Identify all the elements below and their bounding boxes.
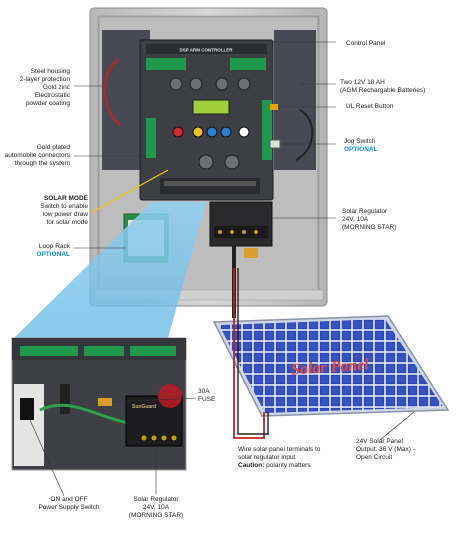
label-solar-mode: SOLAR MODE Switch to enable low power dr… [6, 195, 88, 227]
label-wire-caution-rest: polarity matters [264, 462, 311, 469]
label-batteries: Two 12V 18 AH (AGM Rechargable Batteries… [340, 79, 425, 95]
label-housing-line2: 2-layer protection [19, 76, 70, 83]
label-panel-spec-line3: Open Circuit [356, 454, 393, 461]
label-wire-caution-bold: Caution: [238, 462, 265, 469]
label-wire-instructions: Wire solar panel terminals to solar regu… [238, 446, 320, 470]
solar-regulator-housing [209, 201, 273, 247]
label-housing-line5: powder coating [25, 100, 70, 107]
label-solar-mode-line2: low power draw [42, 211, 88, 218]
control-board: DSP ARM CONTROLLER [139, 39, 274, 201]
zoom-beam [14, 202, 206, 338]
power-switch [20, 398, 34, 420]
label-housing-line3: Gold zinc [42, 84, 70, 91]
label-onoff-switch: ON and OFF Power Supply Switch [34, 496, 104, 512]
callout-solar-mode [91, 169, 169, 213]
label-solar-mode-line3: for solar mode [46, 219, 88, 226]
label-control-panel: Control Panel [346, 40, 386, 47]
label-regulator-top-line3: (MORNING STAR) [342, 224, 397, 231]
label-regulator-bottom-line2: 24V, 10A [142, 504, 170, 511]
label-wire-line2: solar regulator input [238, 454, 296, 461]
label-regulator-top-line2: 24V, 10A [342, 216, 369, 223]
label-solar-mode-line1: Switch to enable [40, 203, 88, 210]
label-housing-line4: Electrostatic [34, 92, 70, 99]
label-housing: Steel housing 2-layer protection Gold zi… [8, 68, 70, 108]
label-fuse-line2: FUSE [198, 396, 216, 403]
label-jog-switch: Jog Switch OPTIONAL [344, 138, 378, 154]
label-connectors-line2: automobile connectors [4, 152, 70, 159]
ul-reset-button [270, 104, 278, 110]
label-batteries-line1: Two 12V 18 AH [340, 79, 385, 86]
label-panel-spec-line2: Output: 36 V (Max) - [356, 446, 415, 453]
fuse-zoom [98, 398, 112, 406]
label-fuse-line1: 30A [198, 388, 210, 395]
label-regulator-bottom: Solar Regulator 24V, 10A (MORNING STAR) [124, 496, 188, 520]
label-panel-spec-line1: 24V Solar Panel [356, 438, 403, 445]
solar-panel: Solar Panel [212, 315, 450, 417]
wire-red [233, 268, 265, 439]
label-connectors-line3: through the system [14, 160, 70, 167]
label-wire-caution: Caution: polarity matters [238, 462, 320, 470]
label-onoff-line2: Power Supply Switch [38, 504, 100, 511]
label-wire-line1: Wire solar panel terminals to [238, 446, 321, 453]
label-housing-line1: Steel housing [30, 68, 70, 75]
fuse-in-housing [244, 248, 258, 258]
label-onoff-line1: ON and OFF [50, 496, 88, 503]
battery-right [274, 30, 316, 170]
label-solar-mode-title: SOLAR MODE [43, 195, 88, 202]
label-jog-switch-line1: Jog Switch [344, 138, 376, 145]
label-loop-rack-line1: Loop Rack [38, 243, 70, 250]
jog-switch [269, 139, 281, 149]
regulator-brand: SunGuard [132, 404, 156, 410]
label-batteries-line2: (AGM Rechargable Batteries) [340, 87, 426, 94]
label-ul-reset: UL Reset Button [346, 103, 394, 110]
label-loop-optional: OPTIONAL [36, 251, 70, 258]
callout-onoff [29, 419, 65, 497]
label-loop-rack: Loop Rack OPTIONAL [14, 243, 70, 259]
label-connectors: Gold plated automobile connectors throug… [2, 144, 70, 168]
label-regulator-bottom-line1: Solar Regulator [133, 496, 179, 503]
controller-title: DSP ARM CONTROLLER [179, 48, 233, 53]
solar-panel-text: Solar Panel [291, 356, 370, 378]
label-regulator-bottom-line3: (MORNING STAR) [128, 512, 184, 519]
label-regulator-top: Solar Regulator 24V, 10A (MORNING STAR) [342, 208, 396, 232]
label-panel-spec: 24V Solar Panel Output: 36 V (Max) - Ope… [356, 438, 415, 462]
callout-fuse [111, 397, 197, 403]
label-connectors-line1: Gold plated [36, 144, 70, 151]
wire-black [237, 268, 269, 435]
label-jog-optional: OPTIONAL [344, 146, 378, 153]
zoomed-photo: SunGuard [11, 337, 187, 471]
callout-solar-panel [379, 411, 415, 441]
label-fuse: 30A FUSE [198, 388, 215, 404]
label-regulator-top-line1: Solar Regulator [342, 208, 388, 215]
